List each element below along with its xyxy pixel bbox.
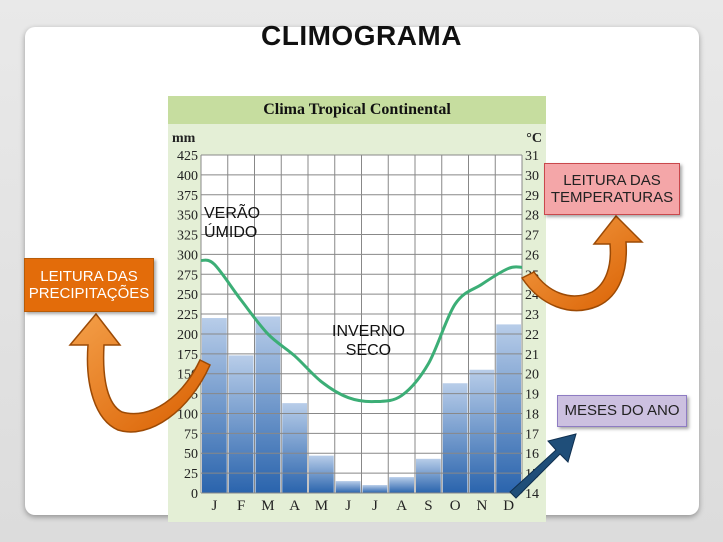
month-label-2: F	[237, 498, 245, 514]
right-tick-label-18: 18	[525, 407, 539, 422]
precipitation-bar-7	[362, 485, 388, 493]
month-label-5: M	[315, 498, 328, 514]
month-label-4: A	[289, 498, 300, 514]
left-tick-label-250: 250	[177, 288, 198, 303]
precipitation-callout: LEITURA DAS PRECIPITAÇÕES	[24, 258, 154, 312]
chart-title: Clima Tropical Continental	[168, 96, 546, 124]
right-tick-label-21: 21	[525, 348, 539, 363]
left-tick-label-0: 0	[191, 487, 198, 502]
right-tick-label-23: 23	[525, 308, 539, 323]
precipitation-bar-10	[442, 383, 468, 493]
left-tick-label-325: 325	[177, 229, 198, 244]
temperature-callout-line-1: LEITURA DAS	[563, 171, 661, 189]
climograph-chart: mm°C025507510012515017520022525027530032…	[172, 131, 542, 514]
precipitation-bar-2	[228, 355, 254, 493]
summer-annotation: VERÃO ÚMIDO	[204, 204, 260, 242]
left-tick-label-425: 425	[177, 149, 198, 164]
left-tick-label-400: 400	[177, 169, 198, 184]
month-label-9: S	[424, 498, 432, 514]
precipitation-bar-12	[496, 324, 521, 493]
left-tick-label-300: 300	[177, 248, 198, 263]
precipitation-bar-11	[469, 369, 495, 493]
precipitation-bar-9	[416, 458, 441, 493]
precipitation-bar-8	[389, 477, 414, 493]
temperature-callout: LEITURA DAS TEMPERATURAS	[544, 163, 680, 215]
right-tick-label-26: 26	[525, 248, 539, 263]
month-label-12: D	[503, 498, 514, 514]
winter-annotation: INVERNO SECO	[332, 322, 405, 360]
summer-line-1: VERÃO	[204, 205, 261, 222]
winter-line-1: INVERNO	[332, 323, 405, 340]
summer-line-2: ÚMIDO	[204, 224, 258, 242]
precipitation-bar-6	[335, 481, 361, 493]
right-axis-unit: °C	[526, 131, 542, 146]
winter-line-2: SECO	[345, 342, 392, 360]
temperature-arrow-icon	[520, 214, 644, 312]
right-tick-label-29: 29	[525, 189, 539, 204]
left-tick-label-350: 350	[177, 209, 198, 224]
slide-title: CLIMOGRAMA	[261, 20, 462, 51]
months-callout: MESES DO ANO	[557, 395, 687, 427]
right-tick-label-30: 30	[525, 169, 539, 184]
month-label-7: J	[372, 498, 378, 514]
left-tick-label-275: 275	[177, 268, 198, 283]
precipitation-arrow-icon	[68, 312, 211, 433]
right-tick-label-22: 22	[525, 328, 539, 343]
month-label-1: J	[211, 498, 217, 514]
left-tick-label-50: 50	[184, 447, 198, 462]
right-tick-label-17: 17	[525, 427, 539, 442]
month-label-8: A	[396, 498, 407, 514]
precipitation-callout-line-2: PRECIPITAÇÕES	[28, 285, 150, 302]
temperature-callout-line-2: TEMPERATURAS	[550, 189, 674, 206]
left-tick-label-225: 225	[177, 308, 198, 323]
precipitation-bar-5	[309, 455, 334, 493]
right-tick-label-31: 31	[525, 149, 539, 164]
right-tick-label-14: 14	[525, 487, 539, 502]
right-tick-label-20: 20	[525, 368, 539, 383]
right-tick-label-27: 27	[525, 229, 539, 244]
right-tick-label-16: 16	[525, 447, 539, 462]
right-tick-label-19: 19	[525, 388, 539, 403]
precipitation-bar-1	[202, 318, 227, 493]
left-tick-label-175: 175	[177, 348, 198, 363]
precipitation-callout-line-1: LEITURA DAS	[40, 267, 138, 285]
month-label-3: M	[261, 498, 274, 514]
right-tick-label-28: 28	[525, 209, 539, 224]
precipitation-bar-4	[282, 403, 307, 493]
months-arrow-icon	[509, 433, 577, 499]
month-label-11: N	[476, 498, 487, 514]
left-tick-label-375: 375	[177, 189, 198, 204]
left-tick-label-200: 200	[177, 328, 198, 343]
left-tick-label-75: 75	[184, 427, 198, 442]
precipitation-bar-3	[255, 316, 281, 493]
climograph-panel: Clima Tropical Continental mm °C 0 25 50 75 10…	[168, 96, 546, 522]
month-label-6: J	[345, 498, 351, 514]
temperature-line	[200, 258, 523, 404]
month-label-10: O	[450, 498, 461, 514]
left-tick-label-25: 25	[184, 467, 198, 482]
left-axis-unit: mm	[172, 131, 196, 146]
left-tick-label-100: 100	[177, 407, 198, 422]
